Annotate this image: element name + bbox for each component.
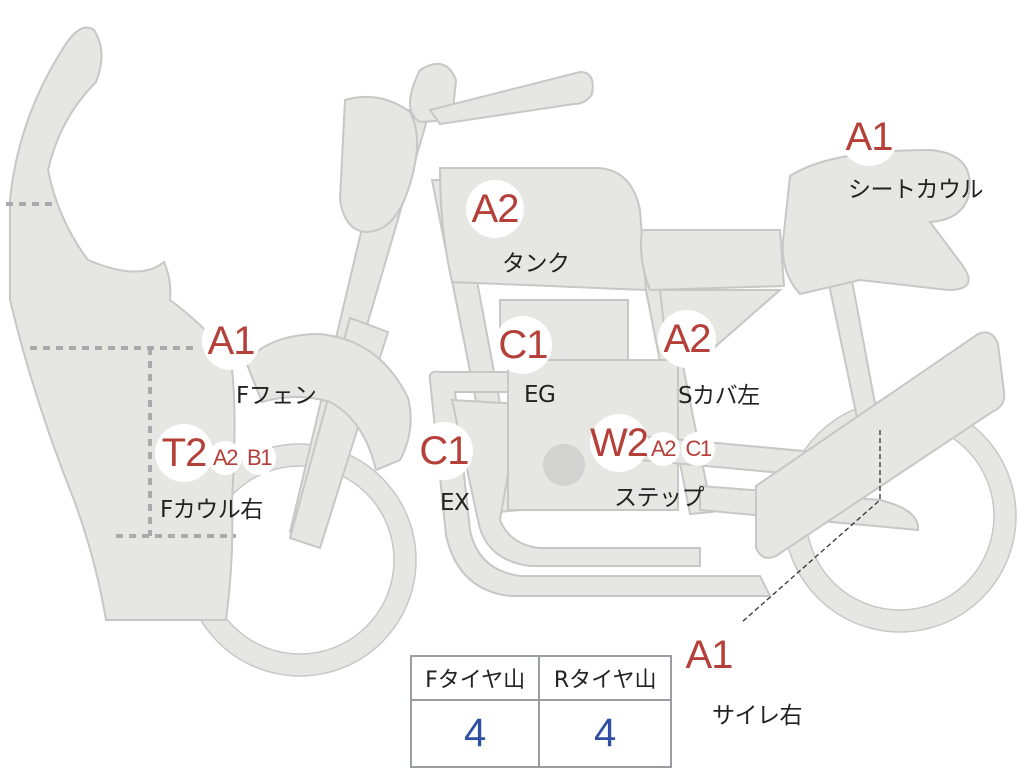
front-cowl-grade-badge-2: A2 xyxy=(208,441,242,475)
silencer-label: サイレ右 xyxy=(712,703,803,729)
exhaust-pipe xyxy=(428,370,772,597)
side-cover-label: Sカバ左 xyxy=(678,383,760,409)
step-grade-badge-2: A2 xyxy=(646,432,680,466)
rear-tire-header: Rタイヤ山 xyxy=(538,654,672,702)
exhaust-grade-badge: C1 xyxy=(415,422,473,480)
step-grade-badge-1: W2 xyxy=(590,414,649,472)
rear-tire-value: 4 xyxy=(538,699,672,768)
front-cowl-grade-badge-3: B1 xyxy=(242,441,276,475)
front-cowl-label: Fカウル右 xyxy=(160,497,263,523)
tire-tread-table: Fタイヤ山 Rタイヤ山 4 4 xyxy=(409,654,672,768)
engine-label: EG xyxy=(524,382,556,408)
front-tire-header: Fタイヤ山 xyxy=(409,654,541,702)
exhaust-label: EX xyxy=(440,490,470,516)
front-cowl xyxy=(9,26,236,621)
step-grade-badge-3: C1 xyxy=(681,432,715,466)
seat-cowl-label: シートカウル xyxy=(848,177,984,203)
seat-cowl-grade-badge: A1 xyxy=(840,108,898,166)
front-cowl-grade-badge-1: T2 xyxy=(155,424,213,482)
silencer xyxy=(755,331,1006,559)
seat xyxy=(640,229,786,292)
tank-label: タンク xyxy=(502,251,570,277)
silencer-grade-badge: A1 xyxy=(680,626,738,684)
tank-grade-badge: A2 xyxy=(466,180,524,238)
headlight xyxy=(338,95,418,234)
step-label: ステップ xyxy=(614,485,705,511)
front-fender-grade-badge: A1 xyxy=(202,312,260,370)
front-tire-value: 4 xyxy=(409,699,541,768)
front-fender-label: Fフェン xyxy=(236,383,317,409)
side-cover-grade-badge: A2 xyxy=(658,310,716,368)
engine-grade-badge: C1 xyxy=(494,316,552,374)
front-fender xyxy=(244,332,412,472)
